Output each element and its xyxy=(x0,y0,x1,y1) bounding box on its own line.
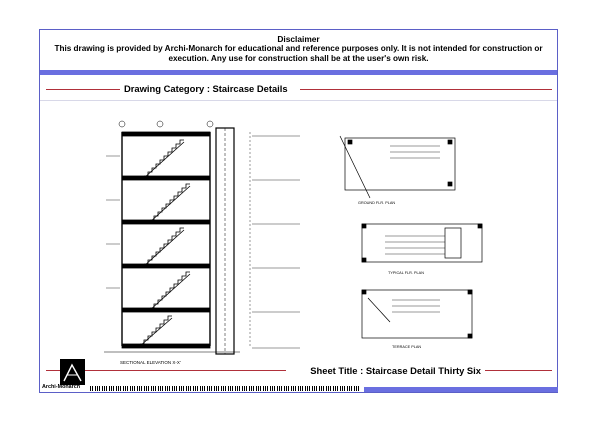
ground-plan-caption: GROUND FLR. PLAN xyxy=(358,201,395,205)
disclaimer-title: Disclaimer xyxy=(277,34,320,44)
ground-floor-plan xyxy=(339,135,456,199)
sheet-title-row: Sheet Title : Staircase Detail Thirty Si… xyxy=(40,362,557,382)
drawing-category-title: Drawing Category : Staircase Details xyxy=(120,83,292,94)
disclaimer-block: Disclaimer This drawing is provided by A… xyxy=(40,30,557,68)
typical-plan-caption: TYPICAL FLR. PLAN xyxy=(388,271,424,275)
sheet-title-rule-left xyxy=(46,370,286,371)
typical-floor-plan xyxy=(361,223,483,263)
disclaimer-text: This drawing is provided by Archi-Monarc… xyxy=(54,44,543,63)
top-blue-band xyxy=(40,70,557,75)
staircase-drawing: SECTIONAL ELEVATION X-X' GROUND FLR. PLA… xyxy=(104,120,483,365)
category-divider xyxy=(40,100,557,101)
sheet-title-rule-right xyxy=(480,370,552,371)
elevation-caption: SECTIONAL ELEVATION X-X' xyxy=(120,360,181,365)
archi-monarch-logo-icon xyxy=(60,359,85,385)
terrace-plan xyxy=(361,289,473,339)
category-rule-left xyxy=(46,89,120,90)
sectional-elevation xyxy=(104,120,300,355)
category-rule-right xyxy=(300,89,552,90)
brand-name: Archi-Monarch xyxy=(42,384,81,390)
terrace-plan-caption: TERRACE PLAN xyxy=(392,345,421,349)
barcode-strip xyxy=(90,386,360,391)
drawing-sheet: Disclaimer This drawing is provided by A… xyxy=(39,29,558,393)
sheet-title: Sheet Title : Staircase Detail Thirty Si… xyxy=(306,365,485,376)
bottom-blue-band xyxy=(364,387,558,392)
category-row: Drawing Category : Staircase Details xyxy=(40,81,557,97)
